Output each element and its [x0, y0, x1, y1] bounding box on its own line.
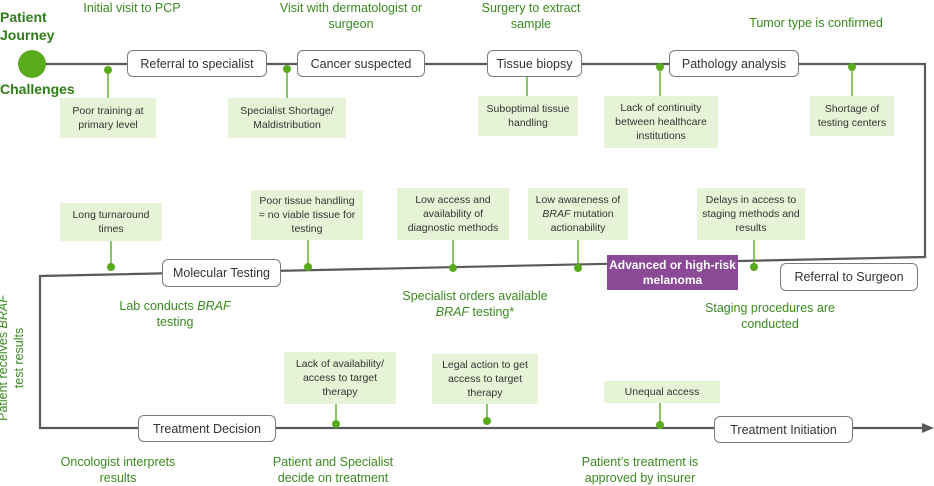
- stage-advanced-melanoma: Advanced or high-risk melanoma: [607, 255, 738, 290]
- challenge-lack-continuity: Lack of continuity between healthcare in…: [604, 96, 718, 148]
- connector-dots-row2: [107, 263, 758, 272]
- challenge-suboptimal-tissue: Suboptimal tissue handling: [478, 96, 578, 136]
- stage-molecular-testing: Molecular Testing: [162, 259, 281, 287]
- challenge-lack-availability: Lack of availability/ access to target t…: [284, 352, 396, 404]
- event-patient-specialist: Patient and Specialist decide on treatme…: [272, 455, 394, 485]
- stage-treatment-decision: Treatment Decision: [138, 415, 276, 442]
- challenge-unequal-access: Unequal access: [604, 381, 720, 403]
- challenge-low-access: Low access and availability of diagnosti…: [397, 188, 509, 240]
- challenges-title: Challenges: [0, 81, 75, 97]
- event-tumor-type: Tumor type is confirmed: [749, 16, 883, 30]
- low-awareness-text: Low awareness of BRAF mutation actionabi…: [535, 194, 621, 234]
- patient-journey-title: Patient Journey: [0, 9, 55, 43]
- event-initial-visit: Initial visit to PCP: [83, 1, 181, 15]
- challenge-long-turnaround: Long turnaround times: [60, 203, 162, 241]
- challenge-low-awareness: Low awareness of BRAF mutation actionabi…: [528, 188, 628, 240]
- event-staging: Staging procedures are conducted: [705, 301, 835, 331]
- event-visit-derm: Visit with dermatologist or surgeon: [279, 1, 423, 31]
- challenge-legal-action: Legal action to get access to target the…: [432, 354, 538, 404]
- event-treatment-approved: Patient’s treatment is approved by insur…: [581, 455, 699, 485]
- connector-dots-row3: [332, 417, 664, 429]
- event-patient-receives: Patient receives BRAF test results: [0, 295, 26, 421]
- challenge-poor-training: Poor training at primary level: [60, 98, 156, 138]
- event-lab-conducts: Lab conducts BRAF testing: [119, 299, 231, 329]
- stage-cancer-suspected: Cancer suspected: [297, 50, 425, 77]
- stage-referral-specialist: Referral to specialist: [127, 50, 267, 77]
- stage-pathology-analysis: Pathology analysis: [669, 50, 799, 77]
- stage-tissue-biopsy: Tissue biopsy: [487, 50, 582, 77]
- arrow-head-icon: [922, 423, 934, 433]
- start-circle-icon: [18, 50, 46, 78]
- stage-referral-surgeon: Referral to Surgeon: [780, 263, 918, 291]
- challenge-specialist-shortage: Specialist Shortage/ Maldistribution: [228, 98, 346, 138]
- challenge-shortage-testing: Shortage of testing centers: [810, 96, 894, 136]
- challenge-poor-tissue: Poor tissue handling = no viable tissue …: [251, 190, 363, 240]
- event-oncologist: Oncologist interprets results: [60, 455, 176, 485]
- challenge-delays-access: Delays in access to staging methods and …: [697, 188, 805, 240]
- event-specialist-orders: Specialist orders available BRAF testing…: [402, 289, 548, 319]
- event-surgery: Surgery to extract sample: [481, 1, 581, 31]
- stage-treatment-initiation: Treatment Initiation: [714, 416, 853, 443]
